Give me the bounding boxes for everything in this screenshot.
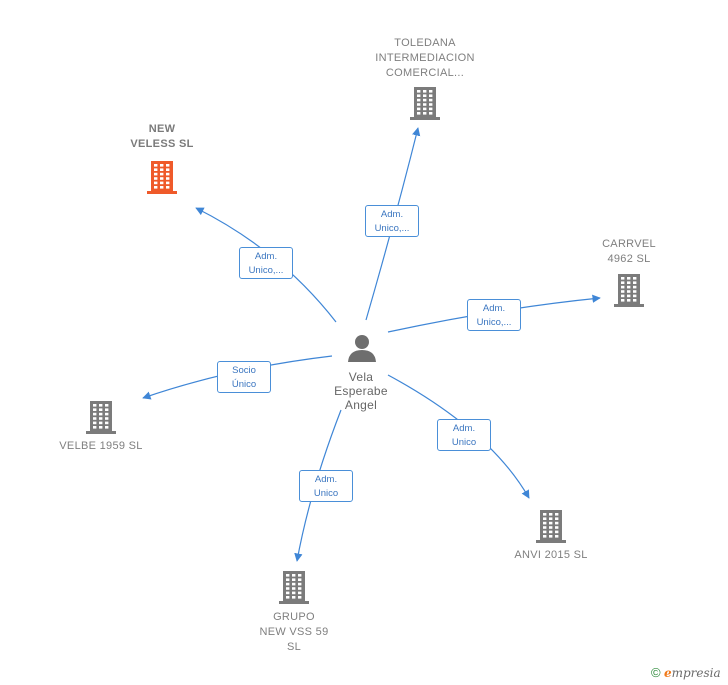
company-label-carrvel[interactable]: CARRVEL 4962 SL [559, 237, 699, 267]
person-label-line: Vela [348, 370, 374, 384]
edge-label-line: Adm. [482, 303, 506, 314]
company-label-line: VELESS SL [130, 138, 194, 150]
copyright-notice: © empresia [651, 665, 721, 680]
company-label-line: 4962 SL [607, 253, 651, 265]
company-label-line: VELBE 1959 SL [59, 440, 143, 452]
building-icon-grupo-new-vss[interactable] [279, 571, 309, 604]
company-label-line: TOLEDANA [394, 37, 456, 49]
company-label-velbe[interactable]: VELBE 1959 SL [31, 439, 171, 454]
edge-label-grupo-new-vss[interactable]: Adm. Unico [299, 470, 353, 502]
company-label-line: ANVI 2015 SL [514, 549, 588, 561]
edge-label-new-veless[interactable]: Adm. Unico,... [239, 247, 293, 279]
company-label-line: INTERMEDIACION [375, 52, 475, 64]
edge-label-line: Adm. [452, 423, 476, 434]
building-icon-velbe[interactable] [86, 401, 116, 434]
edge-label-line: Unico [313, 488, 339, 499]
edge-label-line: Adm. [314, 474, 338, 485]
edge-label-line: Unico [451, 437, 477, 448]
edge-label-line: Unico,... [248, 265, 284, 276]
edge-label-line: Único [231, 379, 257, 390]
company-label-grupo-new-vss[interactable]: GRUPO NEW VSS 59 SL [224, 610, 364, 655]
company-label-anvi[interactable]: ANVI 2015 SL [481, 548, 621, 563]
company-label-toledana[interactable]: TOLEDANA INTERMEDIACION COMERCIAL... [355, 36, 495, 81]
edge-label-toledana[interactable]: Adm. Unico,... [365, 205, 419, 237]
building-icon-new-veless[interactable] [147, 161, 177, 194]
building-icon-anvi[interactable] [536, 510, 566, 543]
edge-label-line: Adm. [380, 209, 404, 220]
edge-label-anvi[interactable]: Adm. Unico [437, 419, 491, 451]
company-label-new-veless[interactable]: NEW VELESS SL [92, 122, 232, 152]
edge-label-line: Socio [232, 365, 256, 376]
company-label-line: NEW VSS 59 [259, 626, 329, 638]
copyright-symbol: © [651, 665, 661, 680]
person-icon[interactable] [348, 335, 376, 362]
person-label-line: Angel [344, 398, 378, 412]
empresia-logo: empresia [663, 666, 721, 680]
company-label-line: GRUPO [273, 611, 315, 623]
company-label-line: COMERCIAL... [385, 67, 465, 79]
company-label-line: NEW [148, 123, 176, 135]
company-label-line: CARRVEL [602, 238, 656, 250]
edge-label-carrvel[interactable]: Adm. Unico,... [467, 299, 521, 331]
edge-label-line: Adm. [254, 251, 278, 262]
edge-label-line: Unico,... [476, 317, 512, 328]
building-icon-toledana[interactable] [410, 87, 440, 120]
person-label-line: Esperabe [334, 384, 388, 398]
edge-label-line: Unico,... [374, 223, 410, 234]
building-icon-carrvel[interactable] [614, 274, 644, 307]
company-label-line: SL [286, 641, 302, 653]
